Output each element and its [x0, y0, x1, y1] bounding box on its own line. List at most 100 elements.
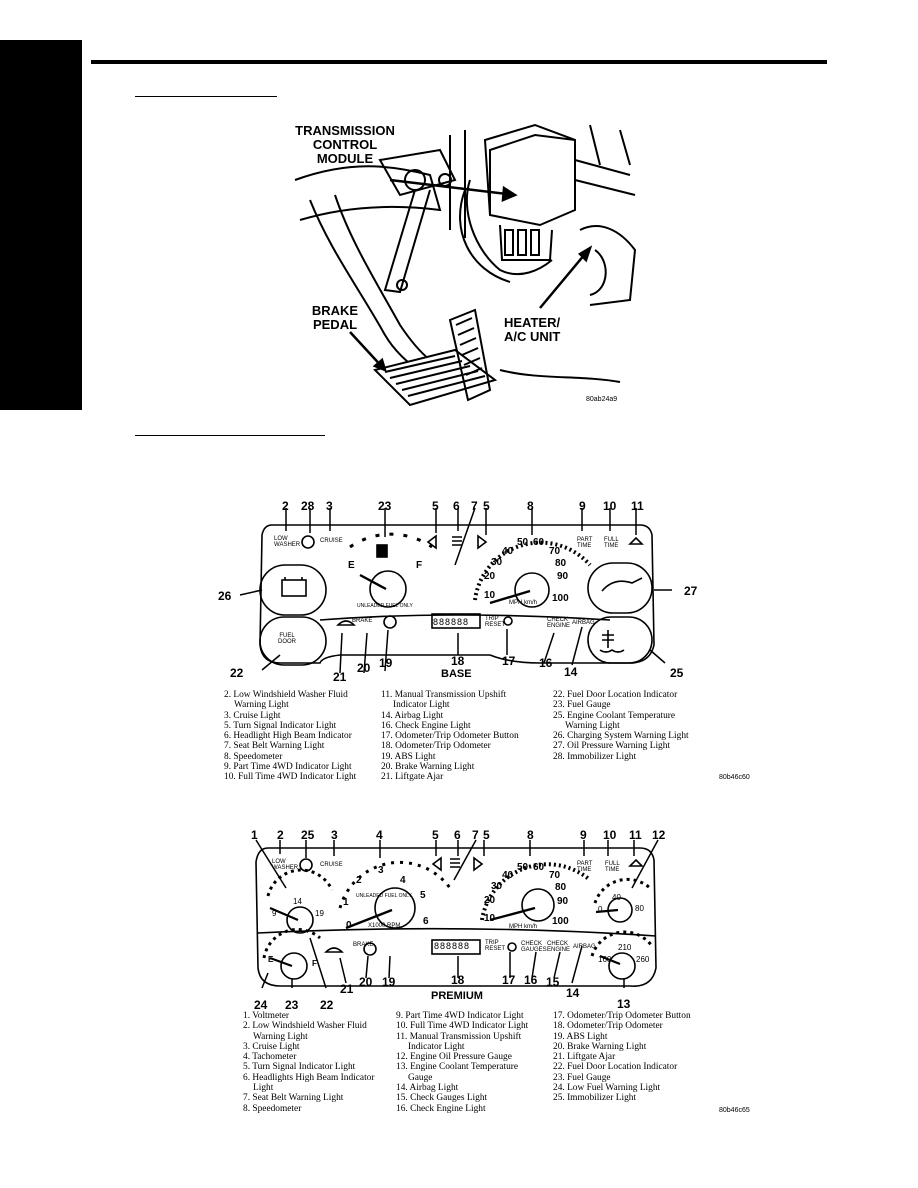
fuel-f-label: F: [416, 560, 423, 571]
callout: 5: [432, 828, 439, 842]
callout: 12: [652, 828, 666, 842]
speed-100: 100: [552, 593, 569, 604]
speed-30: 30: [491, 557, 503, 568]
callout: 17: [502, 654, 516, 668]
callout: 23: [378, 499, 392, 513]
callout: 25: [670, 666, 684, 680]
callout: 6: [453, 499, 460, 513]
oil-40: 40: [612, 893, 621, 902]
tach-5: 5: [420, 890, 426, 901]
oil-0: 0: [598, 905, 603, 914]
tach-2: 2: [356, 875, 362, 886]
callout: 24: [254, 998, 268, 1012]
callout: 9: [580, 828, 587, 842]
speed-40: 40: [502, 870, 514, 881]
callout: 3: [326, 499, 333, 513]
unleaded-text: UNLEADED FUEL ONLY: [357, 603, 413, 609]
temp-260: 260: [636, 955, 650, 964]
speed-90: 90: [557, 571, 569, 582]
premium-odometer-display: 888888: [434, 941, 471, 951]
fuel-e-label: E: [268, 955, 274, 964]
premium-caption: PREMIUM: [431, 990, 483, 1002]
mph-text: MPH km/h: [509, 924, 538, 930]
fuel-f-label: F: [312, 959, 317, 968]
callout: 15: [546, 975, 560, 989]
speed-40: 40: [502, 546, 514, 557]
callout: 10: [603, 499, 617, 513]
temp-210: 210: [618, 943, 632, 952]
callout: 18: [451, 654, 465, 668]
callout: 1: [251, 828, 258, 842]
speed-80: 80: [555, 882, 567, 893]
callout: 14: [564, 665, 578, 679]
speed-80: 80: [555, 558, 567, 569]
speed-20: 20: [484, 571, 496, 582]
speed-30: 30: [491, 881, 503, 892]
speed-100: 100: [552, 916, 569, 927]
rpm-text: X1000 RPM: [368, 923, 401, 929]
callout: 5: [483, 499, 490, 513]
speed-90: 90: [557, 896, 569, 907]
callout: 21: [333, 670, 347, 684]
callout: 8: [527, 499, 534, 513]
callout: 4: [376, 828, 383, 842]
figure-id-3: 80b46c65: [719, 1107, 750, 1114]
temp-160: 160: [598, 955, 612, 964]
tach-4: 4: [400, 875, 406, 886]
volt-9: 9: [272, 909, 277, 918]
brake-text: BRAKE: [353, 942, 374, 948]
callout: 13: [617, 997, 631, 1011]
speed-70: 70: [549, 870, 561, 881]
speed-10: 10: [484, 913, 496, 924]
callout: 18: [451, 973, 465, 987]
callout: 20: [357, 661, 371, 675]
section-heading-underline-2: [135, 435, 325, 436]
figure-id-2: 80b46c60: [719, 774, 750, 781]
callout: 27: [684, 584, 698, 598]
callout: 17: [502, 973, 516, 987]
speed-50: 50: [517, 537, 529, 548]
tach-1: 1: [343, 897, 349, 908]
tach-0: 0: [346, 920, 352, 931]
volt-14: 14: [293, 897, 302, 906]
unleaded-text: UNLEADED FUEL ONLY: [356, 893, 412, 899]
speed-20: 20: [484, 895, 496, 906]
label-heater-ac-unit: HEATER/A/C UNIT: [504, 315, 561, 344]
mph-text: MPH km/h: [509, 600, 538, 606]
callout: 5: [432, 499, 439, 513]
callout: 5: [483, 828, 490, 842]
premium-cluster-diagram: [255, 839, 659, 989]
callout: 16: [524, 973, 538, 987]
speed-10: 10: [484, 590, 496, 601]
callout: 7: [472, 828, 479, 842]
callout: 3: [331, 828, 338, 842]
base-caption: BASE: [441, 668, 472, 680]
callout: 2: [282, 499, 289, 513]
callout: 16: [539, 656, 553, 670]
volt-19: 19: [315, 909, 324, 918]
callout: 11: [629, 828, 642, 842]
callout: 26: [218, 589, 232, 603]
speed-60: 60: [533, 862, 545, 873]
callout: 25: [301, 828, 315, 842]
tach-3: 3: [378, 865, 384, 876]
callout: 11: [631, 499, 644, 513]
figure-id-1: 80ab24a9: [586, 396, 618, 403]
callout: 20: [359, 975, 373, 989]
speed-60: 60: [533, 537, 545, 548]
cruise-text: CRUISE: [320, 538, 343, 544]
